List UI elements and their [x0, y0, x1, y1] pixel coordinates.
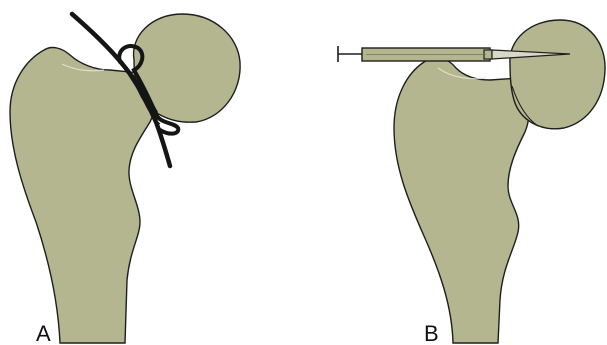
panel-a: A — [10, 14, 240, 345]
femur-shaft-a — [10, 48, 157, 343]
panel-label-b: B — [424, 321, 439, 345]
panel-label-a: A — [36, 321, 51, 345]
panel-b: B — [338, 20, 605, 345]
femur-shaft-b — [394, 58, 529, 343]
